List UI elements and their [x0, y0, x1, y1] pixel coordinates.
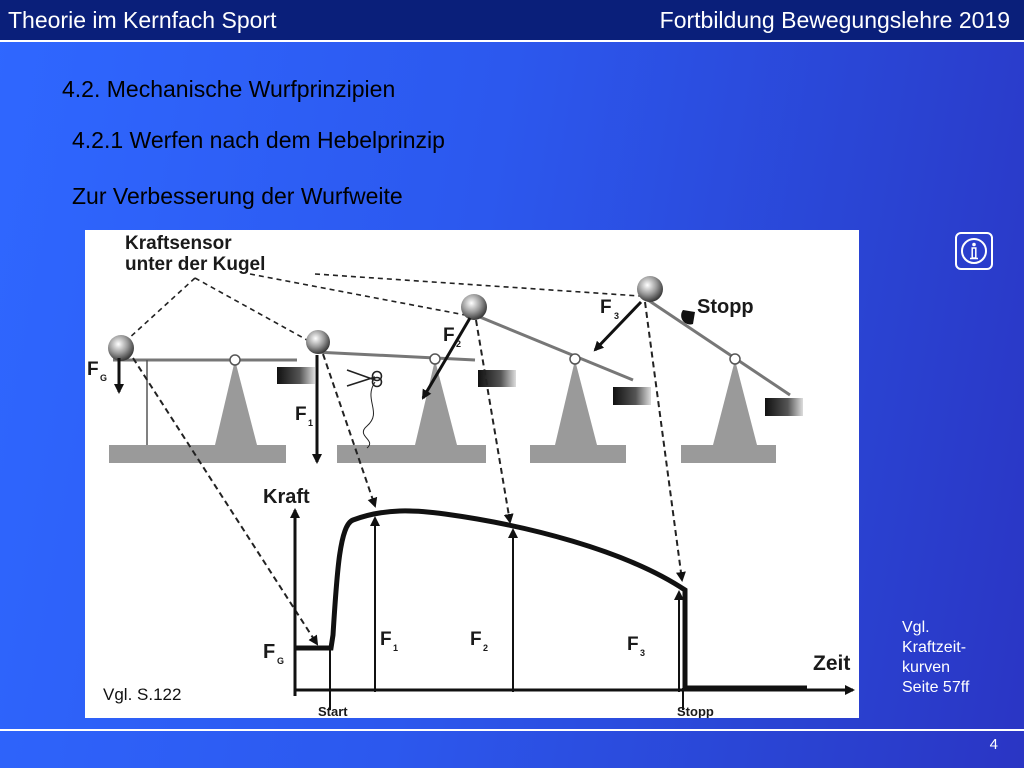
fg-sub: G: [100, 373, 107, 383]
start-label: Start: [318, 704, 348, 718]
header-left-title: Theorie im Kernfach Sport: [8, 6, 277, 33]
side-note-line: kurven: [902, 659, 951, 676]
force-markers: [329, 516, 684, 710]
sensor-label-line1: Kraftsensor: [125, 233, 232, 254]
f1-graph-label: F: [380, 629, 392, 650]
ground-bar: [530, 445, 626, 463]
ground-bar: [337, 445, 486, 463]
lever-throw-figure: Kraftsensor unter der Kugel F G: [85, 230, 859, 718]
f3-graph-sub: 3: [640, 648, 645, 658]
info-icon[interactable]: [955, 232, 993, 270]
f2-graph-label: F: [470, 629, 482, 650]
f2-sub-top: 2: [456, 339, 461, 349]
lever-station-3: F 2: [421, 294, 651, 445]
fg-label: F: [87, 359, 99, 380]
f3-sub-top: 3: [614, 311, 619, 321]
side-note-line: Seite 57ff: [902, 679, 970, 696]
sensor-label-line2: unter der Kugel: [125, 254, 265, 275]
info-icon-glyph: [961, 238, 987, 264]
header-right-title: Fortbildung Bewegungslehre 2019: [659, 6, 1010, 33]
f3-graph-label: F: [627, 634, 639, 655]
stopp-label: Stopp: [697, 296, 754, 318]
f1-graph-sub: 1: [393, 643, 398, 653]
lever-station-1: F G: [87, 335, 297, 445]
scissors-icon: [346, 369, 383, 388]
cut-string: [362, 381, 376, 449]
fg-graph-sub: G: [277, 656, 284, 666]
topic-heading: Zur Verbesserung der Wurfweite: [72, 183, 403, 209]
fg-graph-label: F: [263, 641, 275, 663]
kraft-label: Kraft: [263, 486, 310, 508]
footer-divider: [0, 729, 1024, 731]
f3-label-top: F: [600, 297, 612, 318]
stopp-axis-label: Stopp: [677, 704, 714, 718]
f2-graph-sub: 2: [483, 643, 488, 653]
stopwatch-icon: [681, 310, 695, 325]
section-heading: 4.2. Mechanische Wurfprinzipien: [62, 76, 396, 102]
f2-label-top: F: [443, 325, 455, 346]
side-note: Vgl. Kraftzeit- kurven Seite 57ff: [902, 618, 1012, 698]
sensor-pointers: [126, 273, 641, 341]
side-note-line: Vgl.: [902, 619, 930, 636]
figure-svg: Kraftsensor unter der Kugel F G: [87, 233, 855, 718]
force-time-curve: [295, 508, 807, 691]
f1-sub-top: 1: [308, 418, 313, 428]
zeit-label: Zeit: [813, 652, 850, 675]
ground-bar: [681, 445, 776, 463]
header-bar: Theorie im Kernfach Sport Fortbildung Be…: [0, 0, 1024, 42]
reference-label: Vgl. S.122: [103, 685, 181, 704]
page-number: 4: [989, 736, 998, 753]
lever-station-4: F 3 Stopp: [593, 276, 803, 445]
side-note-line: Kraftzeit-: [902, 639, 967, 656]
ground-bar: [109, 445, 286, 463]
f1-label-top: F: [295, 404, 307, 425]
mapping-arrows: [132, 301, 686, 646]
subsection-heading: 4.2.1 Werfen nach dem Hebelprinzip: [72, 127, 445, 153]
